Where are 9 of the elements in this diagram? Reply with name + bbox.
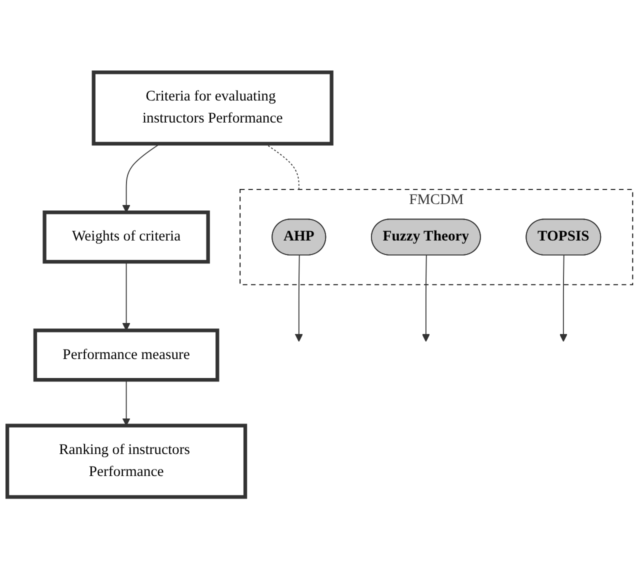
node-box: Ranking of instructors Performance bbox=[6, 424, 248, 500]
node-box: Weights of criteria bbox=[42, 210, 210, 264]
arrow bbox=[559, 255, 568, 342]
node-box: Criteria for evaluating instructors Performance bbox=[92, 70, 334, 146]
node-box: Performance measure bbox=[33, 328, 220, 382]
arrow bbox=[294, 255, 303, 342]
arrow bbox=[422, 255, 430, 342]
arrow bbox=[122, 380, 130, 426]
arrow bbox=[122, 262, 130, 332]
